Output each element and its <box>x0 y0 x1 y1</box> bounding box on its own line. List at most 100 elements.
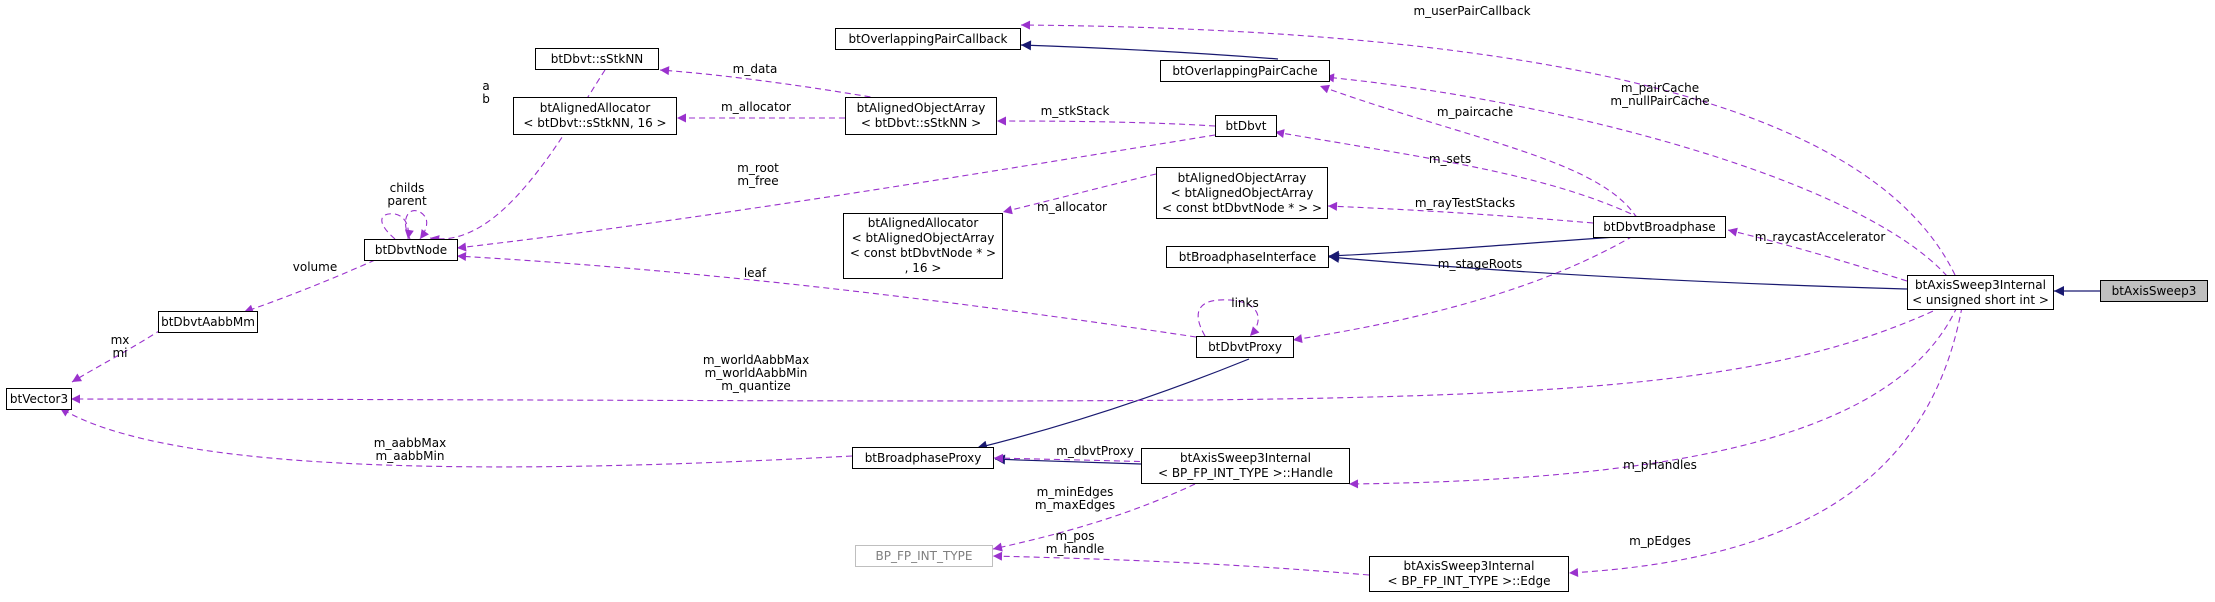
edge-label-line: a <box>482 79 489 93</box>
edge-label-line: m_rayTestStacks <box>1415 196 1515 210</box>
edge-ab <box>429 69 606 244</box>
edge-label-line: links <box>1231 296 1258 310</box>
node-edge[interactable]: btAxisSweep3Internal< BP_FP_INT_TYPE >::… <box>1369 556 1569 592</box>
node-label-line: < btDbvt::sStkNN, 16 > <box>523 116 667 130</box>
edge-stkStack <box>996 116 1216 127</box>
edge-label-line: m_worldAabbMin <box>705 366 808 380</box>
edge-worldAabb <box>70 306 1943 404</box>
node-label-line: btDbvtAabbMm <box>161 314 255 329</box>
edge-label-line: m_paircache <box>1437 105 1513 119</box>
node-btDbvtNode[interactable]: btDbvtNode <box>364 239 458 261</box>
node-label-line: btAlignedObjectArray <box>856 101 986 115</box>
edge-label-line: m_allocator <box>1037 200 1107 214</box>
node-btBroadphaseInterface[interactable]: btBroadphaseInterface <box>1166 246 1329 268</box>
node-label-line: btDbvtNode <box>374 242 448 257</box>
node-handle[interactable]: btAxisSweep3Internal< BP_FP_INT_TYPE >::… <box>1141 448 1350 484</box>
edge-label-allocator_stk: m_allocator <box>721 100 791 114</box>
node-label-line: btBroadphaseProxy <box>864 450 982 465</box>
edge-label-line: m_userPairCallback <box>1413 4 1530 18</box>
edge-label-line: m_pEdges <box>1629 534 1691 548</box>
edge-label-rayTestStacks: m_rayTestStacks <box>1415 196 1515 210</box>
node-label-line: , 16 > <box>904 261 942 275</box>
edge-pEdges <box>1568 306 1963 577</box>
edge-label-line: m_sets <box>1429 152 1471 166</box>
node-label-line: BP_FP_INT_TYPE <box>875 548 973 563</box>
node-label-line: < btAlignedObjectArray <box>851 231 995 245</box>
node-label-line: < BP_FP_INT_TYPE >::Handle <box>1157 466 1334 480</box>
edge-childs <box>381 213 414 240</box>
edge-label-paircache: m_paircache <box>1437 105 1513 119</box>
node-btAlignedObjectArray_nested[interactable]: btAlignedObjectArray< btAlignedObjectArr… <box>1156 167 1328 219</box>
node-btAlignedObjectArray_stk[interactable]: btAlignedObjectArray< btDbvt::sStkNN > <box>845 97 997 135</box>
edge-label-stageRoots: m_stageRoots <box>1438 257 1522 271</box>
edge-label-pEdges: m_pEdges <box>1629 534 1691 548</box>
node-label-line: btDbvtBroadphase <box>1603 219 1716 234</box>
edge-links <box>1197 299 1260 337</box>
edge-label-line: m_stageRoots <box>1438 257 1522 271</box>
edge-label-leaf: leaf <box>744 266 767 280</box>
edge-label-line: m_raycastAccelerator <box>1755 230 1886 244</box>
edge-volume <box>243 259 376 314</box>
node-btAlignedAllocator_nested[interactable]: btAlignedAllocator< btAlignedObjectArray… <box>843 213 1003 279</box>
node-label-line: < unsigned short int > <box>1912 292 2049 307</box>
edge-label-line: m_aabbMin <box>376 449 445 463</box>
edge-inherit-broadphaseinterface-from-dbvt <box>1328 235 1631 261</box>
edge-label-line: m_stkStack <box>1041 104 1110 118</box>
node-label-line: < btAlignedObjectArray <box>1170 185 1314 200</box>
node-label-line: btDbvtProxy <box>1208 339 1282 354</box>
edge-label-line: m_pos <box>1056 529 1095 543</box>
edge-allocator-nested <box>1002 173 1157 215</box>
node-label-line: btAxisSweep3Internal <box>1180 451 1311 465</box>
node-label-line: btAxisSweep3Internal <box>1915 277 2046 292</box>
node-btVector3[interactable]: btVector3 <box>6 388 72 410</box>
edge-label-line: m_worldAabbMax <box>703 353 809 367</box>
edge-label-line: m_nullPairCache <box>1610 94 1709 108</box>
edge-minmaxEdges <box>992 483 1196 552</box>
edge-dbvtProxy <box>993 453 1161 463</box>
edge-poshandle <box>992 551 1370 576</box>
edge-label-line: m_quantize <box>721 379 791 393</box>
edge-label-line: mi <box>112 346 127 360</box>
node-label-line: btAlignedAllocator <box>867 216 979 230</box>
node-label-line: btVector3 <box>9 391 69 406</box>
edge-rayTestStacks <box>1327 201 1594 224</box>
node-btDbvtProxy[interactable]: btDbvtProxy <box>1196 336 1294 358</box>
node-label-line: btDbvt <box>1225 118 1267 133</box>
node-label-line: btAxisSweep3 <box>2111 283 2197 298</box>
edge-leaf <box>456 252 1197 338</box>
edge-label-line: m_pairCache <box>1621 81 1699 95</box>
node-label-line: btOverlappingPairCallback <box>848 31 1008 46</box>
edge-inherit-pairCallback <box>1020 40 1279 60</box>
edge-label-line: m_dbvtProxy <box>1056 444 1134 458</box>
node-btAxisSweep3[interactable]: btAxisSweep3 <box>2100 280 2208 302</box>
node-label-line: < BP_FP_INT_TYPE >::Edge <box>1387 574 1551 588</box>
edge-label-line: m_data <box>733 62 778 76</box>
node-label-line: < const btDbvtNode * > > <box>1161 200 1323 215</box>
node-btBroadphaseProxy[interactable]: btBroadphaseProxy <box>852 447 994 469</box>
node-btAlignedAllocator_stk[interactable]: btAlignedAllocator< btDbvt::sStkNN, 16 > <box>513 97 677 135</box>
edge-root <box>456 134 1216 252</box>
node-btDbvtAabbMm[interactable]: btDbvtAabbMm <box>158 311 258 333</box>
node-btOverlappingPairCache[interactable]: btOverlappingPairCache <box>1160 60 1330 82</box>
node-label-line: < const btDbvtNode * > <box>849 246 997 260</box>
edge-inherit-broadphaseproxy <box>976 358 1250 451</box>
node-btDbvt_sStkNN[interactable]: btDbvt::sStkNN <box>535 48 659 70</box>
node-btDbvtBroadphase[interactable]: btDbvtBroadphase <box>1593 216 1726 238</box>
edge-childs-2 <box>405 210 429 240</box>
edge-aabb <box>59 407 853 468</box>
node-btOverlappingPairCallback[interactable]: btOverlappingPairCallback <box>835 28 1021 50</box>
edge-label-pHandles: m_pHandles <box>1623 458 1697 472</box>
node-btAxisSweep3Internal[interactable]: btAxisSweep3Internal< unsigned short int… <box>1907 275 2054 310</box>
edge-pairCache <box>1324 73 1948 277</box>
edge-label-userPairCallback: m_userPairCallback <box>1413 4 1530 18</box>
edge-label-line: m_free <box>737 174 778 188</box>
edge-label-line: m_root <box>737 161 779 175</box>
node-btDbvt[interactable]: btDbvt <box>1215 115 1277 137</box>
edge-label-line: childs <box>390 181 425 195</box>
